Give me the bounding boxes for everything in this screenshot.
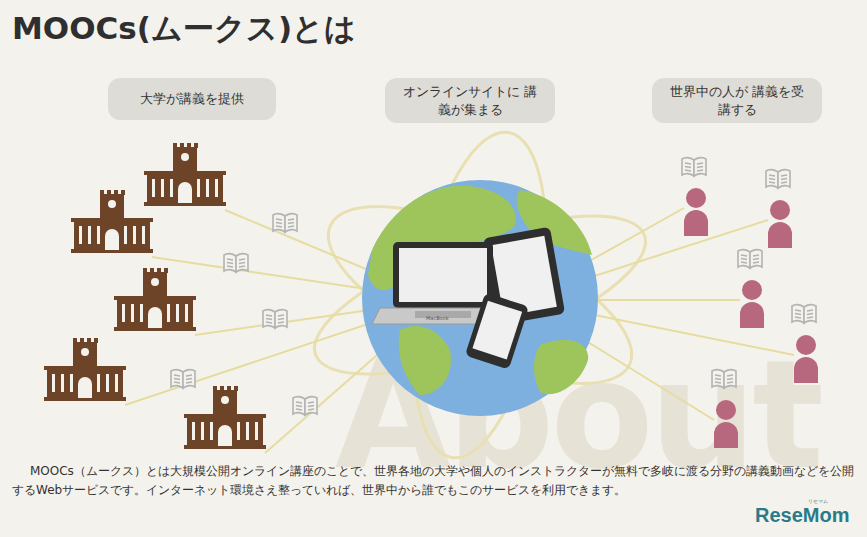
pill-text: 世界中の人が 講義を受講する — [664, 83, 810, 118]
header-pill: 大学が講義を提供 — [108, 78, 276, 120]
header-pill: 世界中の人が 講義を受講する — [652, 78, 822, 123]
header-pill: オンラインサイトに 講義が集まる — [385, 78, 555, 123]
pill-text: オンラインサイトに 講義が集まる — [397, 83, 543, 118]
pill-text: 大学が講義を提供 — [140, 90, 244, 108]
logo-ruby: リセマム — [808, 499, 828, 504]
caption: MOOCs（ムークス）とは大規模公開オンライン講座のことで、世界各地の大学や個人… — [12, 462, 855, 499]
device-brand: MacBook — [426, 316, 449, 321]
book-icons — [171, 158, 816, 415]
page-title: MOOCs(ムークス)とは — [12, 8, 356, 50]
devices — [372, 227, 565, 370]
globe — [362, 180, 598, 416]
logo: ReseMom — [755, 504, 849, 526]
university-buildings — [44, 143, 266, 449]
orbit-lines — [297, 122, 664, 468]
learner-figures — [684, 188, 818, 448]
